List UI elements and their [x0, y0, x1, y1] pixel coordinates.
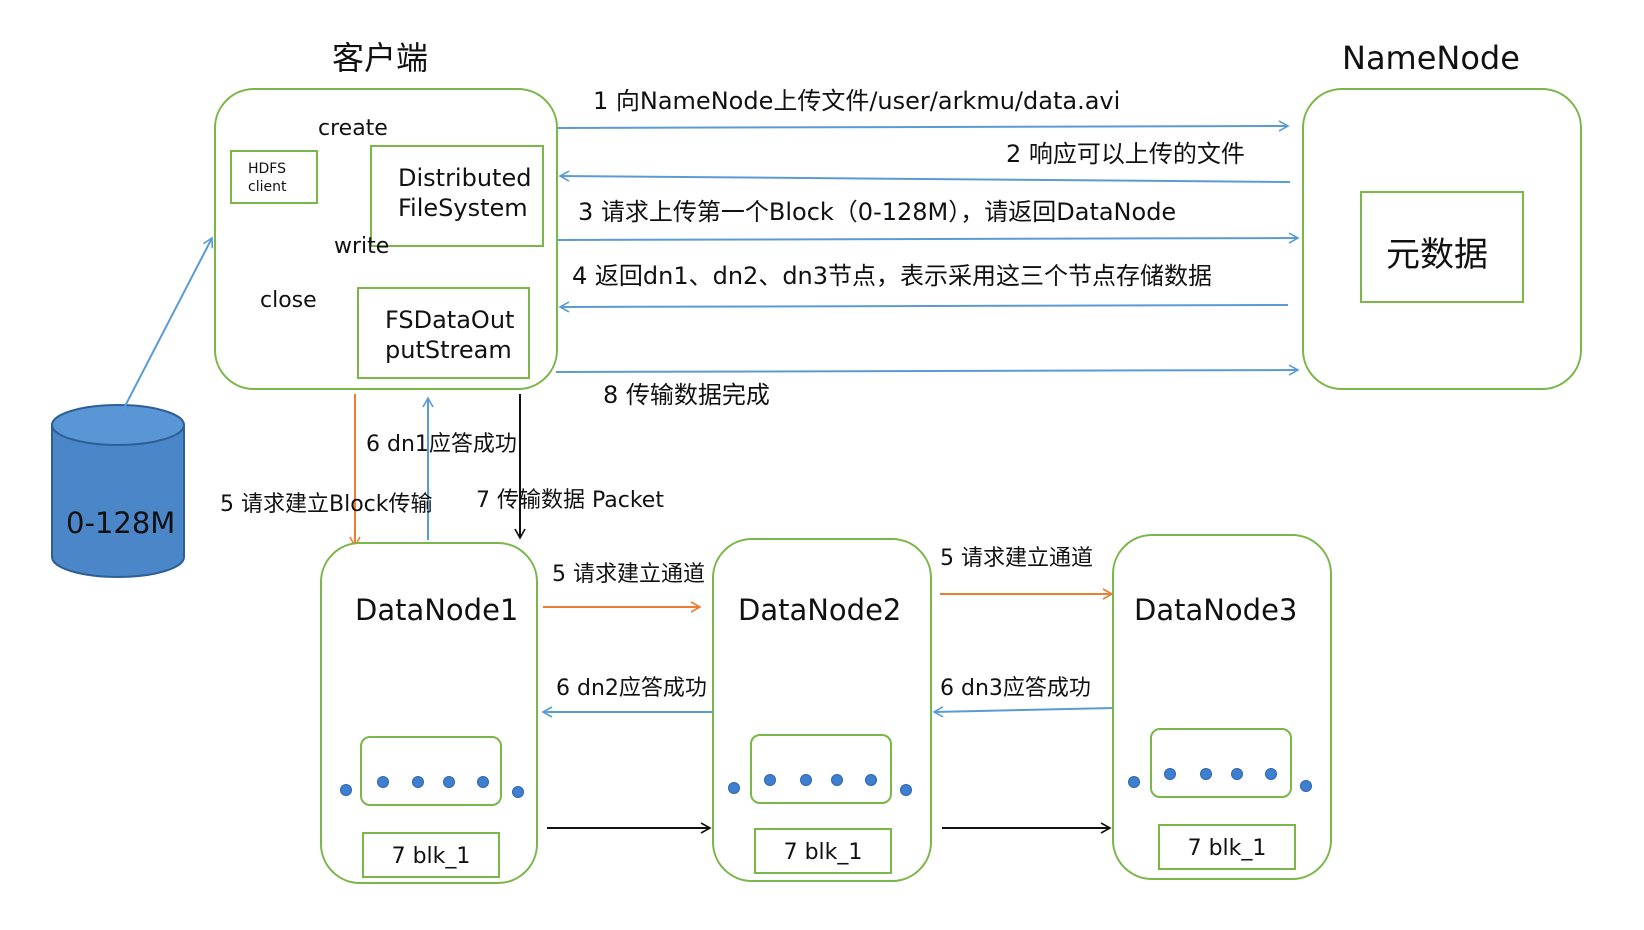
step8-label: 8 传输数据完成	[603, 381, 770, 409]
datanode3-side-dot	[1300, 780, 1312, 792]
create-label: create	[318, 116, 388, 141]
datanode1-box	[320, 542, 538, 884]
datanode2-side-dot	[728, 782, 740, 794]
step6-dn2-label: 6 dn2应答成功	[556, 676, 707, 701]
step2-label: 2 响应可以上传的文件	[1006, 140, 1245, 168]
datanode2-side-dot	[900, 784, 912, 796]
datanode3-box	[1112, 534, 1332, 880]
arrow-step3	[555, 232, 1300, 244]
datanode2-packet-dot	[865, 774, 877, 786]
datanode2-packet-dot	[764, 774, 776, 786]
datanode2-packet-dot	[800, 774, 812, 786]
hdfs-client-line2: client	[248, 179, 287, 195]
datanode3-title: DataNode3	[1134, 593, 1298, 627]
fsdos-line1: FSDataOut	[385, 306, 515, 334]
arrow-step1	[555, 120, 1290, 132]
datanode2-box	[712, 538, 932, 882]
hdfs-client-box: HDFS client	[230, 150, 318, 204]
step6-dn1-label: 6 dn1应答成功	[366, 432, 517, 457]
datanode3-side-dot	[1128, 776, 1140, 788]
datanode3-packet-dot	[1231, 768, 1243, 780]
datanode3-packet-box	[1150, 728, 1292, 798]
datanode2-packet-box	[750, 734, 892, 804]
metadata-label: 元数据	[1386, 235, 1488, 275]
datanode2-packet-dot	[831, 774, 843, 786]
arrow-step8	[555, 364, 1300, 376]
datanode2-title: DataNode2	[738, 593, 902, 627]
disk-cylinder	[51, 404, 185, 578]
arrow-ack-3-2	[932, 706, 1115, 718]
step1-label: 1 向NameNode上传文件/user/arkmu/data.avi	[593, 87, 1121, 115]
dfs-line1: Distributed	[398, 164, 532, 192]
datanode1-side-dot	[340, 784, 352, 796]
datanode3-block-label: 7 blk_1	[1187, 836, 1267, 861]
datanode1-title: DataNode1	[355, 593, 519, 627]
datanode2-block-box: 7 blk_1	[754, 828, 892, 874]
step5-block-label: 5 请求建立Block传输	[220, 492, 433, 517]
datanode2-block-label: 7 blk_1	[783, 840, 863, 865]
hdfs-client-line1: HDFS	[248, 161, 287, 177]
datanode3-block-box: 7 blk_1	[1158, 824, 1296, 870]
arrow-step4	[558, 301, 1289, 313]
metadata-box: 元数据	[1360, 191, 1524, 303]
datanode1-packet-dot	[377, 776, 389, 788]
arrow-step2	[558, 170, 1291, 183]
write-label: write	[334, 234, 390, 259]
datanode1-packet-dot	[412, 776, 424, 788]
datanode1-side-dot	[512, 786, 524, 798]
client-title: 客户端	[332, 39, 429, 77]
step5-channel-2-3-label: 5 请求建立通道	[940, 546, 1093, 571]
datanode1-packet-dot	[443, 776, 455, 788]
step7-packet-label: 7 传输数据 Packet	[476, 488, 664, 513]
datanode3-packet-dot	[1265, 768, 1277, 780]
step6-dn3-label: 6 dn3应答成功	[940, 676, 1091, 701]
namenode-title: NameNode	[1342, 39, 1520, 77]
fsdos-line2: putStream	[385, 336, 512, 364]
datanode3-packet-dot	[1164, 768, 1176, 780]
datanode1-packet-dot	[477, 776, 489, 788]
fsdataoutputstream-box: FSDataOut putStream	[357, 287, 530, 379]
datanode1-block-box: 7 blk_1	[362, 832, 500, 878]
dfs-line2: FileSystem	[398, 194, 528, 222]
step3-label: 3 请求上传第一个Block（0-128M），请返回DataNode	[578, 198, 1177, 226]
close-label: close	[260, 288, 317, 313]
distributed-filesystem-box: Distributed FileSystem	[370, 145, 544, 247]
datanode3-packet-dot	[1200, 768, 1212, 780]
datanode1-packet-box	[360, 736, 502, 806]
datanode1-block-label: 7 blk_1	[391, 844, 471, 869]
step4-label: 4 返回dn1、dn2、dn3节点，表示采用这三个节点存储数据	[572, 262, 1213, 290]
arrow-disk-to-client	[121, 236, 214, 413]
disk-label: 0-128M	[66, 506, 176, 540]
step5-channel-1-2-label: 5 请求建立通道	[552, 562, 705, 587]
